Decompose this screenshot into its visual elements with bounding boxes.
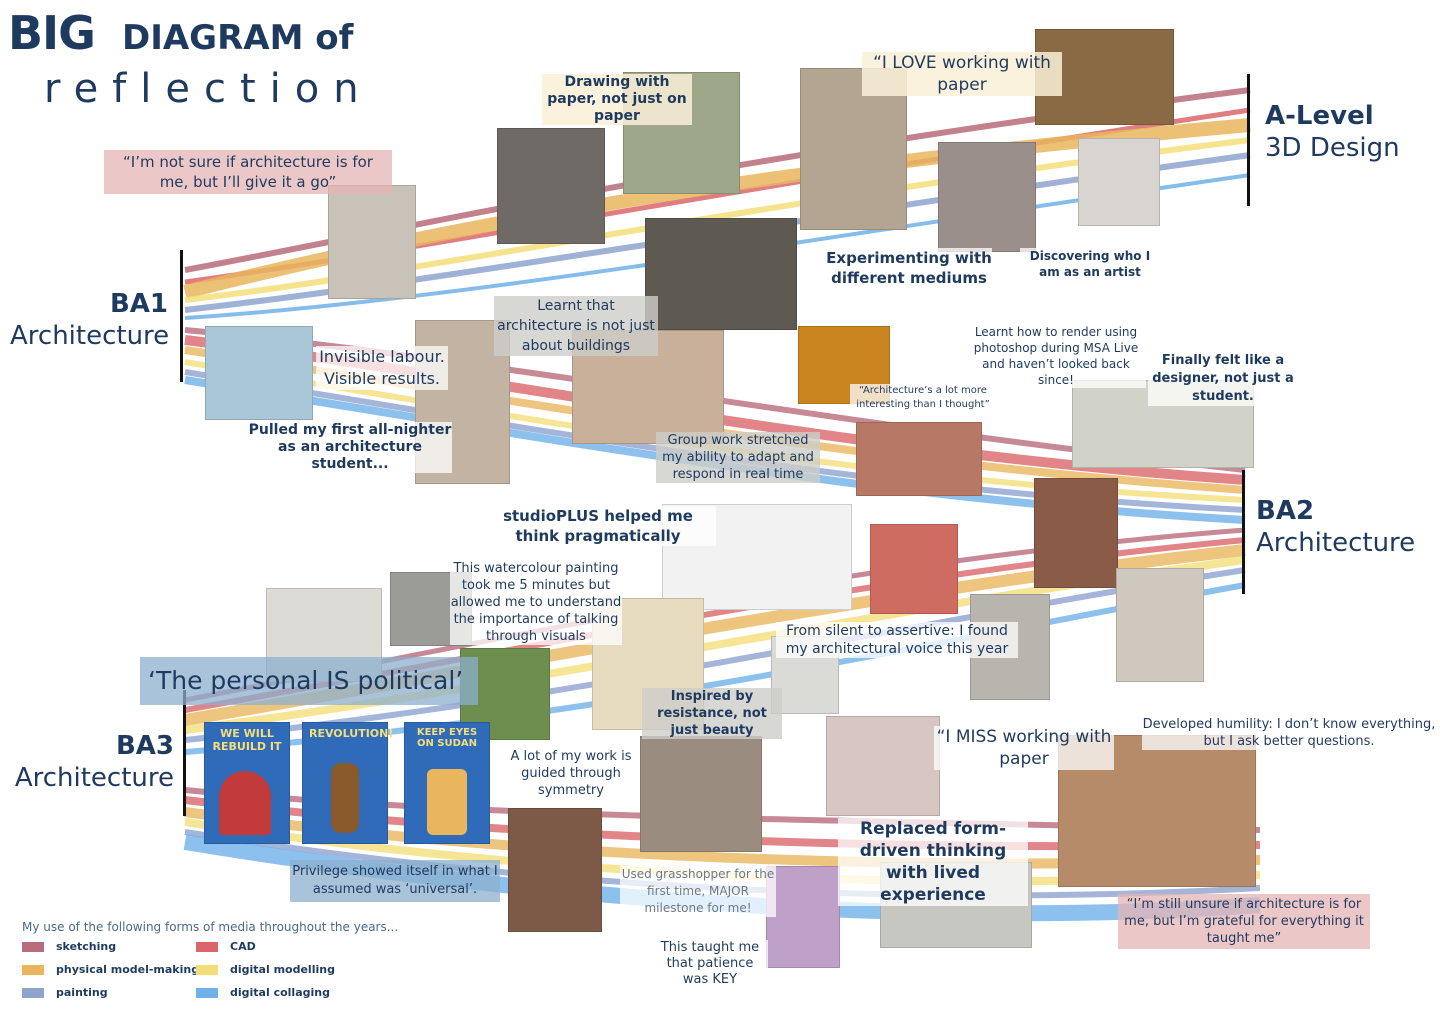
note-symmetry: A lot of my work is guided through symme…: [508, 748, 634, 799]
white-sculpture-photo: [1078, 138, 1160, 226]
note-humility: Developed humility: I don’t know everyth…: [1142, 716, 1436, 750]
paper-flowers-photo: [205, 326, 313, 420]
note-invisible-labour: Invisible labour. Visible results.: [316, 346, 448, 390]
legend-swatch: [196, 987, 218, 998]
stage-ba3: BA3 Architecture: [10, 730, 174, 794]
note-discovering: Discovering who I am as an artist: [1020, 248, 1160, 280]
note-unsure-end: “I’m still unsure if architecture is for…: [1118, 894, 1370, 949]
note-drawing-paper: Drawing with paper, not just on paper: [542, 74, 692, 125]
stage-ba1-subtitle: Architecture: [10, 321, 170, 351]
massing-model-photo: [826, 716, 940, 816]
alevel-marker: [1247, 74, 1250, 206]
ba2-marker: [1242, 470, 1245, 594]
red-interior-photo: [856, 422, 982, 496]
red-model-photo: [870, 524, 958, 614]
legend-item-sketching: sketching: [22, 940, 116, 953]
note-miss-paper: “I MISS working with paper: [934, 726, 1114, 770]
stage-alevel: A-Level 3D Design: [1265, 100, 1400, 164]
legend-swatch: [22, 987, 44, 998]
stream-painting-3: [184, 567, 1246, 743]
legend-label: CAD: [230, 940, 256, 953]
stage-ba3-subtitle: Architecture: [14, 763, 174, 793]
plan-collage-photo: [640, 736, 762, 852]
title-reflection: reflection: [44, 66, 373, 112]
round-model-photo: [1116, 568, 1204, 682]
stage-ba1-title: BA1: [109, 289, 168, 319]
poster-1: WE WILL REBUILD IT: [204, 722, 290, 844]
stage-ba2-title: BA2: [1256, 496, 1315, 526]
note-watercolour: This watercolour painting took me 5 minu…: [450, 560, 622, 645]
stage-ba1: BA1 Architecture: [10, 288, 170, 352]
note-render-photoshop: Learnt how to render using photoshop dur…: [966, 324, 1146, 388]
note-personal-political: ‘The personal IS political’: [140, 657, 478, 705]
note-inspired-resistance: Inspired by resistance, not just beauty: [642, 688, 782, 739]
legend-title: My use of the following forms of media t…: [22, 920, 399, 934]
legend-label: physical model-making: [56, 963, 200, 976]
note-all-nighter: Pulled my first all-nighter as an archit…: [248, 422, 452, 473]
legend-label: digital collaging: [230, 986, 330, 999]
poster-3: KEEP EYES ON SUDAN: [404, 722, 490, 844]
poster-2: REVOLUTION!: [302, 722, 394, 844]
orange-pattern-photo: [798, 326, 890, 404]
corridor-photo: [508, 808, 602, 932]
note-studioplus: studioPLUS helped me think pragmatically: [480, 506, 716, 546]
legend-label: sketching: [56, 940, 117, 953]
legend-swatch: [196, 941, 218, 952]
poster-2-text: REVOLUTION!: [309, 727, 394, 740]
note-patience: This taught me that patience was KEY: [652, 940, 768, 988]
legend-label: digital modelling: [230, 963, 335, 976]
legend-item-digital-collaging: digital collaging: [196, 986, 330, 999]
sketch-photo: [328, 185, 416, 299]
note-group-work: Group work stretched my ability to adapt…: [656, 432, 820, 483]
note-not-just-buildings: Learnt that architecture is not just abo…: [494, 296, 658, 356]
ba1-marker: [180, 250, 183, 382]
title-diagram: DIAGRAM of: [122, 18, 354, 58]
legend-swatch: [22, 964, 44, 975]
legend-swatch: [22, 941, 44, 952]
stage-alevel-title: A-Level: [1265, 101, 1374, 131]
paper-sculpture-photo: [938, 142, 1036, 252]
stream-digital-1: [184, 137, 1251, 303]
legend-label: painting: [56, 986, 108, 999]
note-love-paper: “I LOVE working with paper: [862, 52, 1062, 96]
note-grasshopper: Used grasshopper for the first time, MAJ…: [620, 866, 776, 917]
textured-model-photo: [645, 218, 797, 330]
note-designer: Finally felt like a designer, not just a…: [1148, 352, 1298, 406]
stage-alevel-subtitle: 3D Design: [1265, 133, 1400, 163]
poster-1-text: WE WILL REBUILD IT: [212, 727, 282, 753]
title-big: BIG: [8, 6, 96, 60]
legend-item-painting: painting: [22, 986, 108, 999]
note-unsure-start: “I’m not sure if architecture is for me,…: [104, 150, 392, 194]
poster-2-hand: [331, 763, 359, 833]
note-replaced-form: Replaced form-driven thinking with lived…: [838, 818, 1028, 906]
stage-ba3-title: BA3: [115, 731, 174, 761]
note-silent-assertive: From silent to assertive: I found my arc…: [776, 622, 1018, 658]
note-privilege: Privilege showed itself in what I assume…: [290, 860, 500, 902]
colour-grid-photo: [1034, 478, 1118, 588]
stream-painting-1: [184, 152, 1251, 313]
poster-1-figure: [219, 771, 271, 835]
legend-item-cad: CAD: [196, 940, 256, 953]
note-arch-interesting: “Architecture’s a lot more interesting t…: [850, 384, 996, 412]
legend-item-model-making: physical model-making: [22, 963, 199, 976]
triangle-pavilion-photo: [572, 330, 724, 444]
stage-ba2: BA2 Architecture: [1256, 495, 1415, 559]
stage-ba2-subtitle: Architecture: [1256, 528, 1416, 558]
note-experimenting: Experimenting with different mediums: [826, 248, 992, 288]
ba3-marker: [183, 690, 186, 816]
grasshopper-photo: [766, 866, 840, 968]
stream-model-1: [183, 118, 1251, 299]
legend-item-digital-modelling: digital modelling: [196, 963, 335, 976]
poster-3-phone: [427, 769, 467, 835]
poster-3-text: KEEP EYES ON SUDAN: [416, 727, 478, 749]
bird-collage-photo: [497, 128, 605, 244]
legend-swatch: [196, 964, 218, 975]
